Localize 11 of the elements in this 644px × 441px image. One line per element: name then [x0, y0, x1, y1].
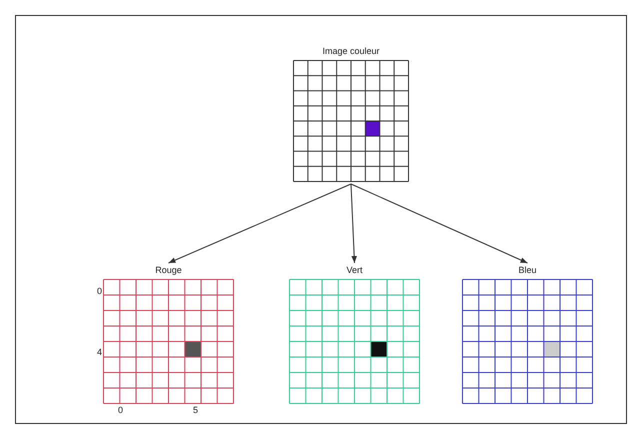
- arrow: [168, 184, 352, 264]
- axis-index: 0: [118, 405, 124, 416]
- axis-index: 0: [97, 286, 102, 297]
- arrow: [350, 184, 528, 264]
- grid-title: Image couleur: [322, 46, 380, 57]
- grid-title: Vert: [346, 265, 362, 276]
- grid-title: Rouge: [155, 265, 182, 276]
- axis-index: 4: [97, 347, 102, 358]
- grid-title: Bleu: [518, 265, 536, 276]
- axis-index: 5: [193, 405, 198, 416]
- arrow: [350, 184, 357, 264]
